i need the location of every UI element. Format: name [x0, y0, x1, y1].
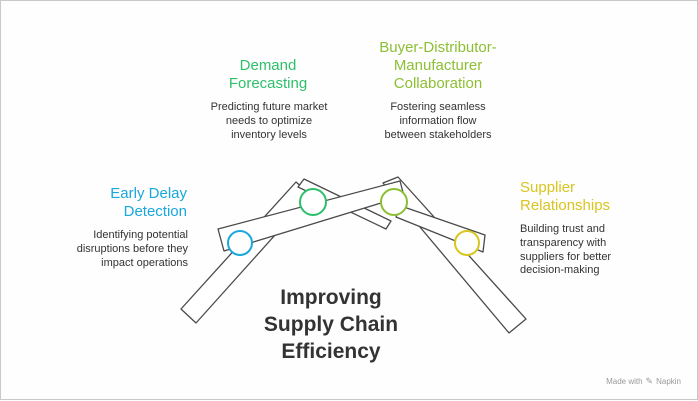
napkin-brand-text: Napkin: [656, 377, 681, 386]
demand-forecasting-description: Predicting future market needs to optimi…: [210, 101, 328, 141]
early-delay-detection-description: Identifying potential disruptions before…: [76, 229, 188, 269]
demand-forecasting-heading: Demand Forecasting: [228, 57, 308, 92]
diagram-title: Improving Supply Chain Efficiency: [263, 286, 399, 363]
early-delay-detection-node: [227, 230, 253, 256]
collaboration-heading: Buyer-Distributor- Manufacturer Collabor…: [379, 39, 497, 92]
made-with-napkin-watermark: Made with ✎ Napkin: [606, 376, 681, 387]
napkin-logo-icon: ✎: [645, 376, 654, 386]
collaboration-description: Fostering seamless information flow betw…: [384, 101, 492, 141]
made-with-text: Made with: [606, 377, 643, 386]
supplier-relationships-heading: Supplier Relationships: [520, 179, 611, 214]
collaboration-node: [380, 188, 408, 216]
demand-forecasting-node: [299, 188, 327, 216]
supplier-relationships-description: Building trust and transparency with sup…: [520, 223, 612, 277]
early-delay-detection-heading: Early Delay Detection: [110, 185, 187, 220]
supplier-relationships-node: [454, 230, 480, 256]
